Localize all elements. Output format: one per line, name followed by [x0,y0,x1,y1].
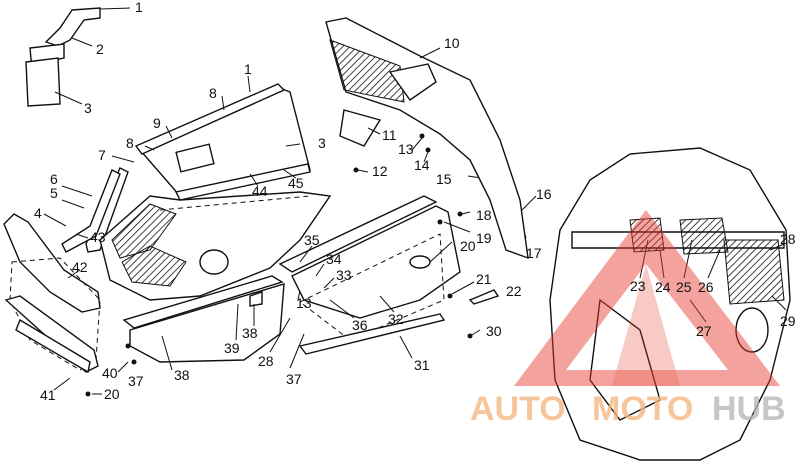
callout-label: 41 [40,387,56,403]
callout-label: 5 [50,185,58,201]
callout-label: 26 [698,279,714,295]
callout-label: 11 [382,127,397,143]
callout-label: 32 [388,311,404,327]
callout-label: 34 [326,251,342,267]
left-trim-pieces [3,167,129,313]
callout-label: 38 [174,367,190,383]
callout-label: 27 [696,323,712,339]
callout-label: 13 [398,141,414,157]
callout-label: 17 [526,245,542,261]
left-running-rail [122,275,305,371]
windshield-panel [111,75,311,201]
callout-label: 22 [506,283,522,299]
callout-label: 6 [50,171,58,187]
callout-label: 14 [414,157,430,173]
callout-label: 2 [96,41,104,57]
callout-label: 20 [104,386,120,402]
callout-label: 23 [630,278,646,294]
callout-label: 30 [486,323,502,339]
main-hood-body [99,191,332,301]
detail-parts-top-left [25,7,131,107]
callout-label: 13 [296,295,312,311]
callout-label: 37 [286,371,302,387]
watermark-text-hub: HUB [712,390,786,428]
callout-label: 3 [318,135,326,151]
callout-label: 44 [252,183,268,199]
callout-label: 25 [676,279,692,295]
callout-label: 21 [476,271,492,287]
callout-label: 28 [780,231,796,247]
callout-label: 15 [436,171,452,187]
callout-label: 39 [224,340,240,356]
callout-label: 36 [352,317,368,333]
callout-label: 4 [34,205,42,221]
callout-label: 37 [128,373,144,389]
callout-label: 8 [126,135,134,151]
right-hardware [409,175,537,339]
callout-labels: 1 2 3 1 8 9 3 8 7 44 45 6 5 4 43 42 41 2… [34,0,796,403]
callout-label: 19 [476,230,492,246]
callout-label: 1 [135,0,143,15]
callout-label: 42 [72,259,88,275]
callout-label: 20 [460,238,476,254]
callout-label: 16 [536,186,552,202]
callout-label: 8 [209,85,217,101]
callout-label: 24 [655,279,671,295]
callout-label: 1 [244,61,252,77]
callout-label: 3 [84,100,92,116]
assembled-view [549,147,791,461]
callout-label: 35 [304,232,320,248]
callout-label: 10 [444,35,460,51]
callout-label: 38 [242,325,258,341]
watermark-logo: AUTO MOTO HUB [470,210,786,428]
watermark-text-auto: AUTO [470,390,566,428]
watermark-triangle [514,210,780,386]
watermark-text-moto: MOTO [592,390,693,428]
callout-label: 7 [98,147,106,163]
callout-label: 31 [414,357,430,373]
callout-label: 18 [476,207,492,223]
lower-nose [4,257,137,397]
callout-label: 12 [372,163,388,179]
callout-label: 28 [258,353,274,369]
callout-label: 40 [102,365,118,381]
callout-label: 9 [153,115,161,131]
callout-label: 45 [288,175,304,191]
upper-cowl [325,17,529,260]
callout-label: 33 [336,267,352,283]
callout-label: 43 [90,229,106,245]
callout-label: 29 [780,313,796,329]
right-running-rail [278,195,461,359]
